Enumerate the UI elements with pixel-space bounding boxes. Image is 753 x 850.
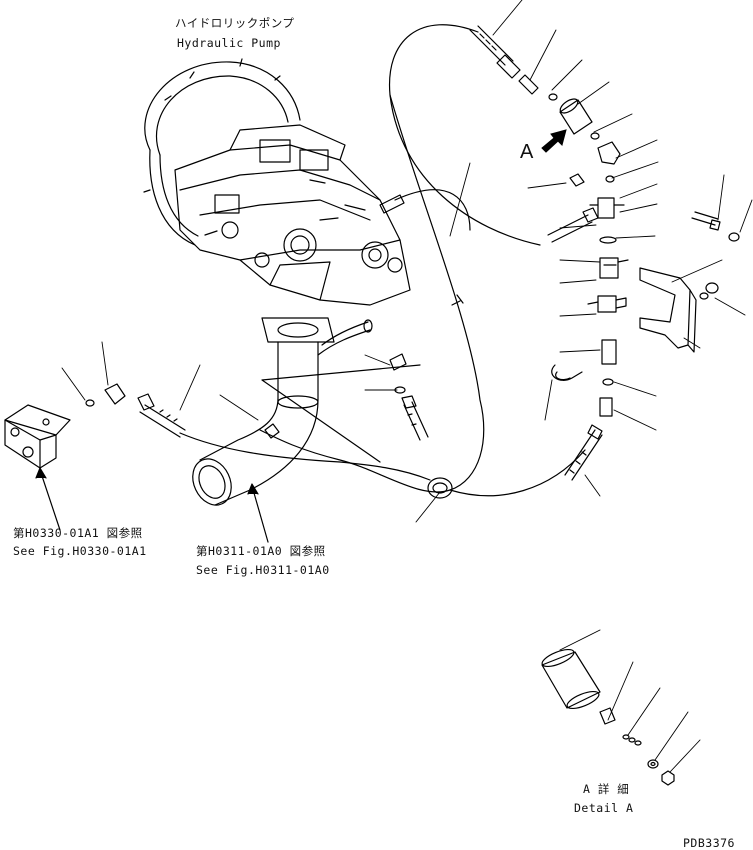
- reference-label-1-jp: 第H0330-01A1 図参照: [13, 526, 143, 540]
- detail-label-jp: A 詳 細: [583, 782, 630, 796]
- view-arrow-icon: [542, 130, 566, 152]
- middle-fittings: [262, 354, 452, 498]
- pump-label-jp: ハイドロリックポンプ: [175, 16, 295, 30]
- detail-label-en: Detail A: [574, 801, 634, 815]
- view-label-a: A: [520, 141, 534, 163]
- reference-arrows: [36, 468, 268, 542]
- fittings-column: [470, 26, 628, 480]
- reference-label-2-jp: 第H0311-01A0 図参照: [196, 544, 326, 558]
- pump-label-en: Hydraulic Pump: [177, 36, 281, 50]
- drawing-code: PDB3376: [683, 836, 735, 850]
- reference-label-2-en: See Fig.H0311-01A0: [196, 563, 330, 577]
- leader-lines: [62, 0, 752, 772]
- pilot-hose: [260, 25, 585, 496]
- bracket: [640, 212, 739, 352]
- detail-a: [540, 646, 674, 785]
- reference-label-1-en: See Fig.H0330-01A1: [13, 544, 147, 558]
- hydraulic-pump: [144, 59, 410, 511]
- valve-block: [5, 384, 430, 480]
